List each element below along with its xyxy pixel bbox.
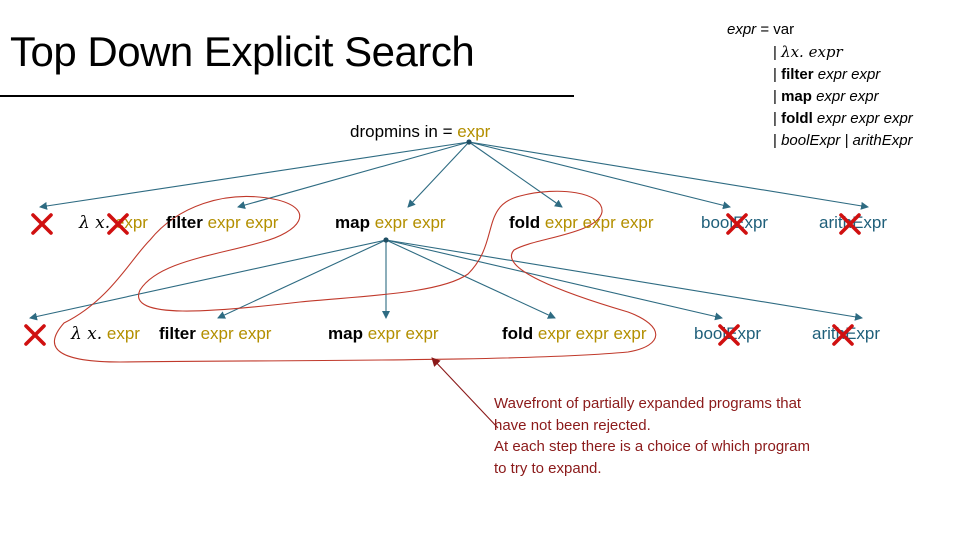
note-arrow	[431, 357, 499, 429]
grammar-last: boolExpr | arithExpr	[781, 132, 913, 149]
grammar-bar: |	[773, 132, 782, 149]
grammar-bar: |	[773, 66, 782, 83]
l2-fold-kw: fold	[502, 324, 534, 343]
grammar-row-lambda: | λx. expr	[727, 41, 913, 64]
root-dot	[466, 139, 472, 145]
l2-map-kw: map	[328, 324, 363, 343]
grammar-foldl-kw: foldl	[781, 110, 813, 127]
l1-map-args: expr expr	[369, 213, 446, 232]
grammar-block: expr = var | λx. expr | filter expr expr…	[727, 19, 913, 152]
l1-map-node: map expr expr	[335, 213, 446, 233]
root-node: dropmins in = expr	[350, 122, 490, 142]
reject-x-icon	[832, 324, 854, 346]
note-line: At each step there is a choice of which …	[494, 438, 810, 455]
grammar-map-args: expr expr	[811, 88, 879, 105]
reject-x-icon	[24, 324, 46, 346]
grammar-foldl-args: expr expr expr	[812, 110, 913, 127]
grammar-row-expr: expr = var	[727, 19, 913, 41]
l1-fold-args: expr expr expr	[540, 213, 654, 232]
reject-x-icon	[839, 213, 861, 235]
grammar-var: var	[773, 21, 795, 38]
reject-x-icon	[107, 213, 129, 235]
grammar-filter-kw: filter	[781, 66, 814, 83]
l1-filter-args: expr expr	[202, 213, 279, 232]
root-arrows	[39, 141, 869, 210]
map-arrows	[29, 239, 863, 321]
grammar-map-kw: map	[781, 88, 812, 105]
wavefront-curve	[53, 190, 657, 363]
l1-map-kw: map	[335, 213, 370, 232]
title-rule	[0, 95, 574, 97]
grammar-bar: |	[773, 44, 782, 61]
root-label: dropmins in =	[350, 122, 458, 141]
l1-fold-kw: fold	[509, 213, 541, 232]
grammar-row-last: | boolExpr | arithExpr	[727, 130, 913, 152]
l2-map-node: map expr expr	[328, 324, 439, 344]
l2-lambda-node: λ x. expr	[71, 324, 140, 344]
l2-lambda-expr: expr	[102, 324, 140, 343]
note-line: Wavefront of partially expanded programs…	[494, 395, 802, 412]
grammar-eq: =	[756, 21, 774, 38]
wavefront-note: Wavefront of partially expanded programs…	[494, 393, 810, 479]
l2-filter-args: expr expr	[195, 324, 272, 343]
grammar-row-foldl: | foldl expr expr expr	[727, 108, 913, 130]
l2-lambda-x: λ x.	[71, 324, 103, 344]
l2-filter-kw: filter	[159, 324, 196, 343]
l2-filter-node: filter expr expr	[159, 324, 271, 344]
l2-fold-node: fold expr expr expr	[502, 324, 647, 344]
reject-x-icon	[726, 213, 748, 235]
slide-title: Top Down Explicit Search	[10, 28, 475, 75]
reject-x-icon	[31, 213, 53, 235]
root-expr: expr	[457, 122, 491, 141]
l1-filter-kw: filter	[166, 213, 203, 232]
l1-filter-node: filter expr expr	[166, 213, 278, 233]
grammar-bar: |	[773, 88, 782, 105]
grammar-filter-args: expr expr	[813, 66, 881, 83]
l2-fold-args: expr expr expr	[533, 324, 647, 343]
l1-fold-node: fold expr expr expr	[509, 213, 654, 233]
grammar-row-map: | map expr expr	[727, 86, 913, 108]
grammar-bar: |	[773, 110, 782, 127]
grammar-expr: expr	[727, 21, 757, 38]
grammar-row-filter: | filter expr expr	[727, 64, 913, 86]
note-line: to try to expand.	[494, 459, 602, 477]
grammar-lambda: λx. expr	[781, 43, 843, 61]
reject-x-icon	[718, 324, 740, 346]
note-line: have not been rejected.	[494, 416, 651, 434]
l2-map-args: expr expr	[362, 324, 439, 343]
l1-lambda-x: λ x.	[79, 213, 111, 233]
map-dot	[383, 237, 389, 243]
